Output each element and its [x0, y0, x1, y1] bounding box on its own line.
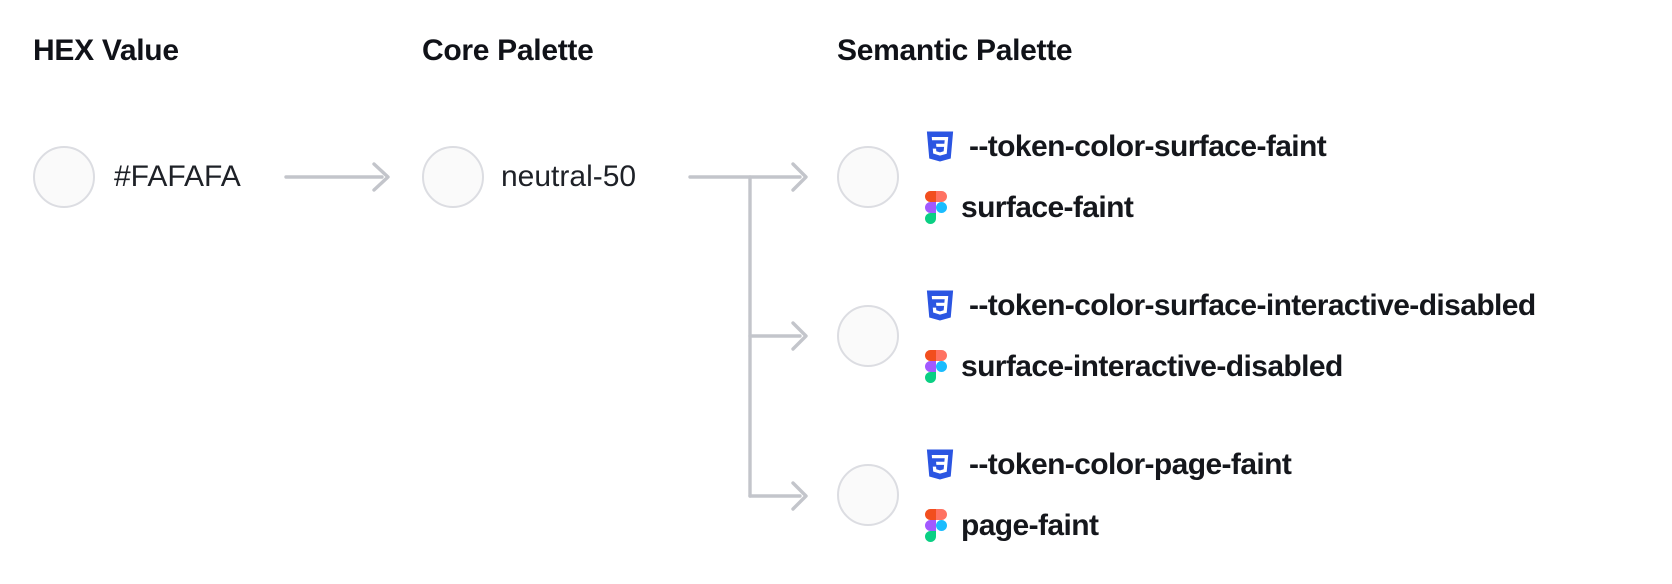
semantic-token-item: --token-color-surface-interactive-disabl… — [837, 289, 1536, 383]
arrow-hex-to-core — [284, 162, 390, 192]
core-palette-label: neutral-50 — [501, 160, 637, 193]
core-palette-column-header: Core Palette — [422, 34, 594, 67]
css-token-name: --token-color-surface-interactive-disabl… — [969, 288, 1536, 322]
figma-token-name: surface-interactive-disabled — [961, 349, 1343, 383]
css3-shield-icon — [925, 448, 955, 481]
css-token-row: --token-color-page-faint — [925, 447, 1292, 482]
figma-logo-icon — [925, 191, 947, 224]
css3-shield-icon — [925, 289, 955, 322]
hex-color-swatch — [33, 146, 95, 208]
figma-token-name: page-faint — [961, 508, 1099, 542]
semantic-token-item: --token-color-page-faint page-faint — [837, 448, 1292, 542]
css3-shield-icon — [925, 130, 955, 163]
figma-logo-icon — [925, 350, 947, 383]
figma-token-row: surface-faint — [925, 190, 1326, 225]
css-token-row: --token-color-surface-faint — [925, 129, 1327, 164]
figma-token-name: surface-faint — [961, 190, 1134, 224]
semantic-color-swatch — [837, 146, 899, 208]
semantic-palette-column-header: Semantic Palette — [837, 34, 1073, 67]
semantic-color-swatch — [837, 464, 899, 526]
css-token-row: --token-color-surface-interactive-disabl… — [925, 288, 1536, 323]
hex-value-node: #FAFAFA — [33, 146, 241, 208]
css-token-name: --token-color-surface-faint — [969, 129, 1327, 163]
hex-value-label: #FAFAFA — [114, 160, 241, 193]
semantic-token-item: --token-color-surface-faint surface-fain… — [837, 130, 1327, 224]
figma-token-row: page-faint — [925, 508, 1291, 543]
figma-token-row: surface-interactive-disabled — [925, 349, 1536, 384]
hex-value-column-header: HEX Value — [33, 34, 179, 67]
figma-logo-icon — [925, 509, 947, 542]
arrow-core-to-semantic-tree — [688, 162, 808, 511]
css-token-name: --token-color-page-faint — [969, 447, 1292, 481]
core-color-swatch — [422, 146, 484, 208]
semantic-color-swatch — [837, 305, 899, 367]
core-palette-node: neutral-50 — [422, 146, 636, 208]
